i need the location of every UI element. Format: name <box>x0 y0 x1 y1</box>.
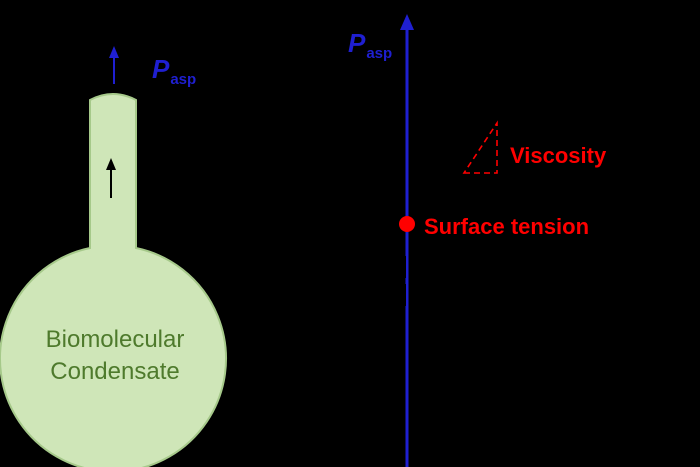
left-pressure-subscript: asp <box>170 71 197 88</box>
right-pressure-symbol: P <box>348 28 366 58</box>
surface-tension-label: Surface tension <box>424 214 590 239</box>
right-pressure-subscript: asp <box>366 45 393 62</box>
inner-flow-arrow-icon <box>106 158 116 198</box>
viscosity-label: Viscosity <box>510 143 607 168</box>
surface-tension-marker <box>399 216 415 232</box>
right-pressure-label: Pasp <box>348 28 392 61</box>
condensate-label: Biomolecular Condensate <box>0 324 230 389</box>
pressure-axis <box>400 14 414 467</box>
condensate-label-line2: Condensate <box>50 358 180 386</box>
left-pressure-label: Pasp <box>152 54 196 87</box>
condensate-shape <box>0 93 227 467</box>
viscosity-slope-triangle-icon <box>462 120 498 174</box>
aspiration-pressure-arrow-icon <box>109 46 119 84</box>
left-pressure-symbol: P <box>152 54 170 84</box>
condensate-label-line1: Biomolecular <box>45 326 185 353</box>
